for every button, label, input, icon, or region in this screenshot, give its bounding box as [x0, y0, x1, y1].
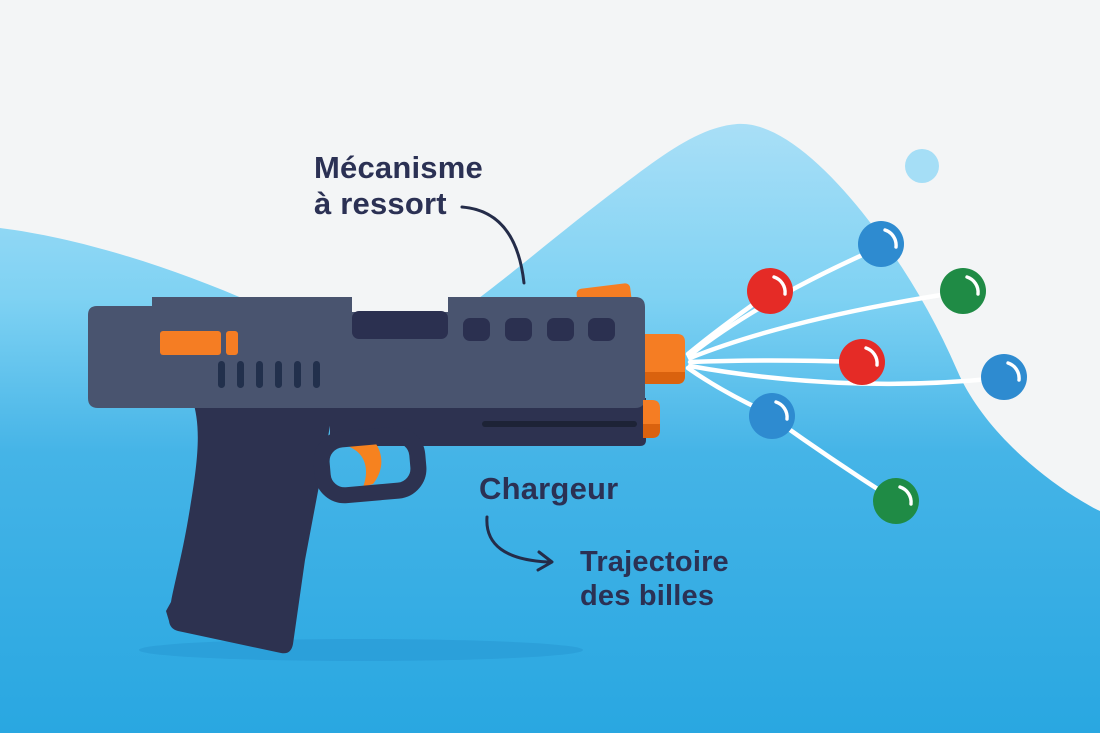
gun-muzzle: [645, 334, 685, 384]
label-ball-trajectory-line1: Trajectoire: [580, 546, 729, 578]
gun-shadow: [139, 639, 583, 661]
label-ball-trajectory: Trajectoire des billes: [580, 545, 729, 613]
label-spring-mechanism: Mécanisme à ressort: [314, 150, 483, 222]
gun-vent: [275, 361, 282, 388]
ball-blue-1: [858, 221, 904, 267]
gun-vent: [313, 361, 320, 388]
gun-port: [463, 318, 490, 341]
gun-ejection-inset: [352, 311, 448, 339]
gun-muzzle-shade: [645, 372, 685, 384]
label-magazine-text: Chargeur: [479, 471, 619, 506]
magazine-arrow: [485, 515, 550, 564]
label-magazine: Chargeur: [479, 472, 618, 506]
gun-receiver-groove: [482, 421, 637, 427]
gun-vent: [218, 361, 225, 388]
gun-vent: [294, 361, 301, 388]
gun-top-ports: [463, 318, 615, 341]
ball-green-1: [940, 268, 986, 314]
label-ball-trajectory-line2: des billes: [580, 580, 715, 612]
decorative-bubble: [905, 149, 939, 183]
gun-trigger-guard: [313, 426, 427, 504]
ball-red-1: [747, 268, 793, 314]
ball-blue-3: [749, 393, 795, 439]
gun-port: [505, 318, 532, 341]
toy-gun: [88, 283, 685, 654]
gun-vent: [237, 361, 244, 388]
label-spring-mechanism-line1: Mécanisme: [314, 150, 483, 185]
trajectory-line-5: [687, 363, 1003, 387]
gun-vent: [256, 361, 263, 388]
gun-grip: [166, 398, 335, 654]
label-spring-mechanism-line2: à ressort: [314, 186, 447, 221]
gun-charging-handle-tab: [226, 331, 238, 355]
annotation-arrows: [460, 205, 554, 572]
gun-vent-slots: [218, 361, 320, 388]
gun-charging-handle-bar: [160, 331, 221, 355]
trajectory-line-3: [687, 289, 963, 361]
gun-port: [588, 318, 615, 341]
magazine-arrowhead: [536, 550, 554, 572]
gun-charging-handle: [160, 331, 238, 355]
ball-red-2: [839, 339, 885, 385]
trajectory-line-4: [687, 358, 861, 365]
gun-trigger: [336, 441, 382, 487]
gun-port: [547, 318, 574, 341]
mechanism-arrow: [460, 205, 526, 285]
balls: [747, 221, 1027, 524]
ball-green-2: [873, 478, 919, 524]
gun-front-tab-shade: [643, 424, 660, 438]
ball-blue-2: [981, 354, 1027, 400]
